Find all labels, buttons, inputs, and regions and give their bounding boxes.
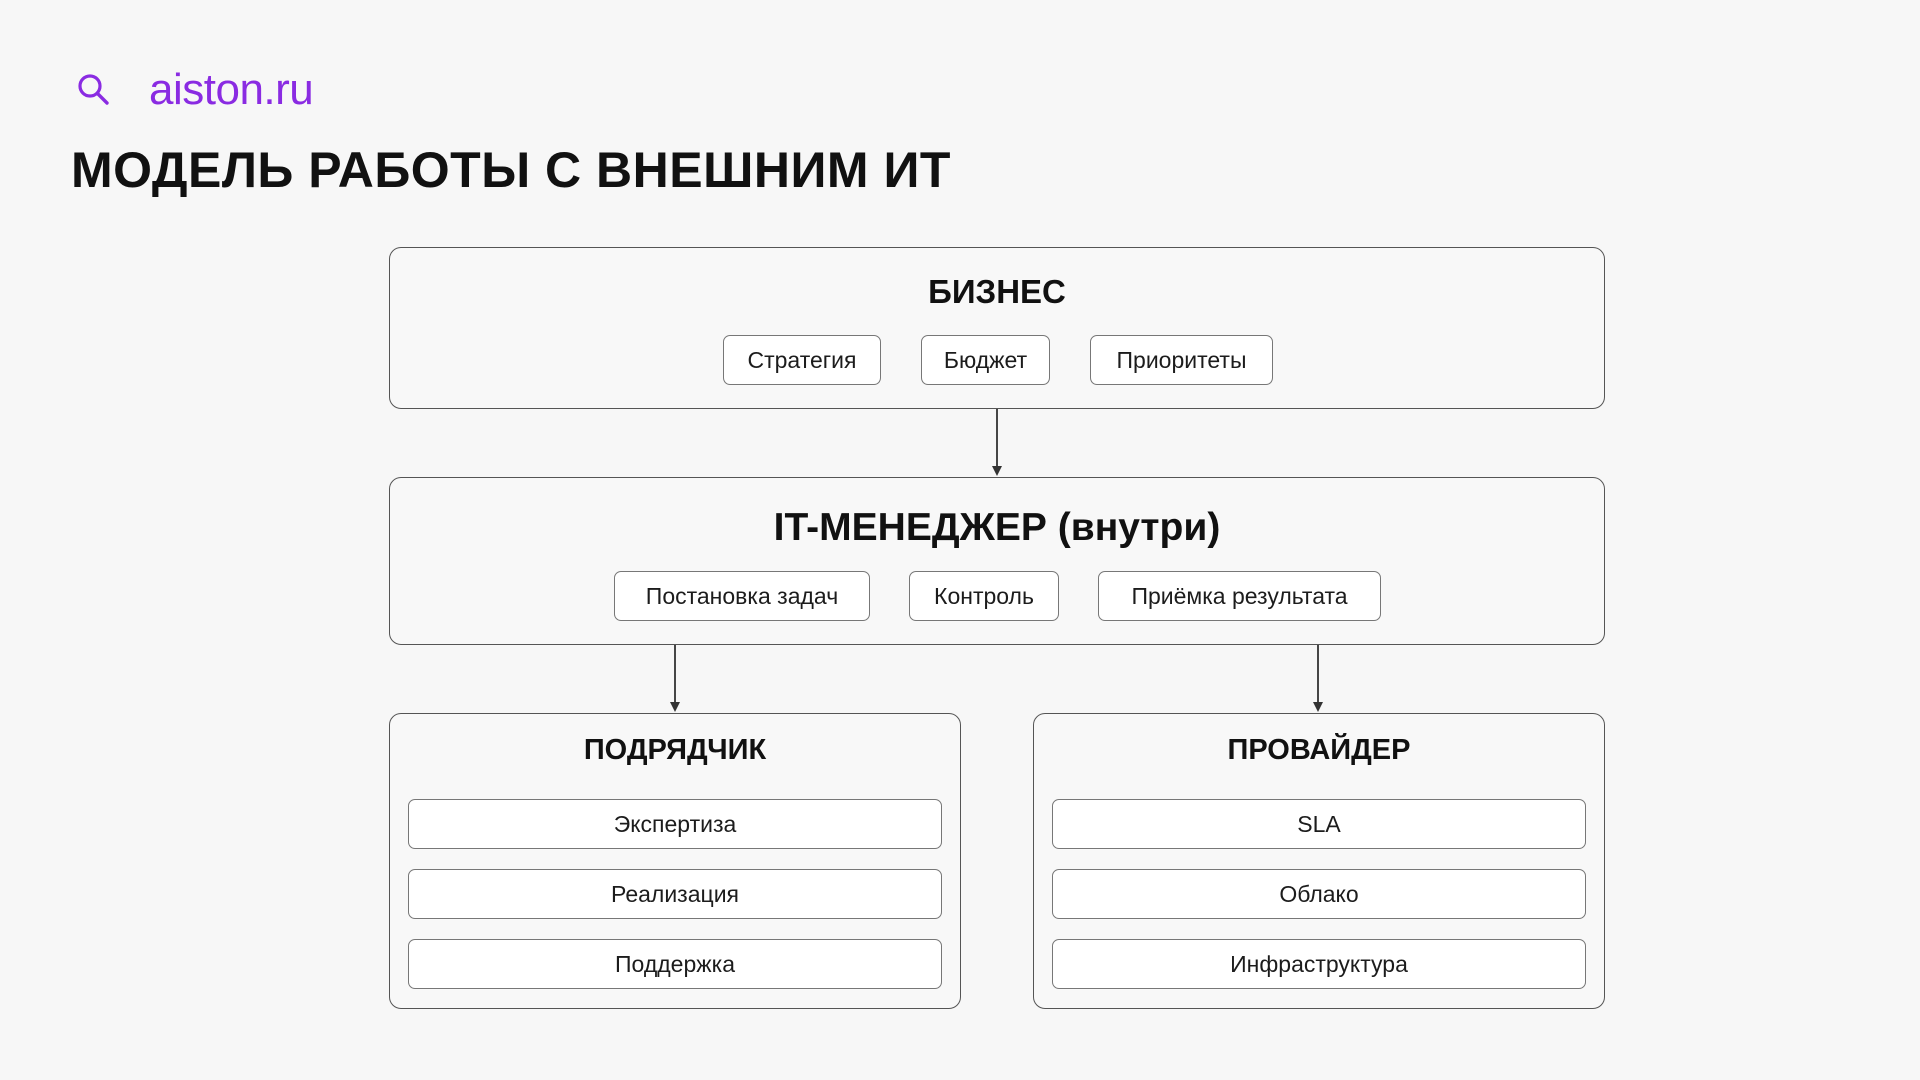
arrowhead-it-manager-to-contractor: [670, 702, 680, 712]
business-title: БИЗНЕС: [928, 273, 1066, 310]
business-item-budget: Бюджет: [921, 335, 1050, 385]
brand-logo[interactable]: aiston.ru: [74, 62, 314, 118]
business-box: БИЗНЕС Стратегия Бюджет Приоритеты: [389, 247, 1605, 409]
business-item-strategy: Стратегия: [723, 335, 881, 385]
brand-name: aiston.ru: [149, 65, 314, 114]
provider-title: ПРОВАЙДЕР: [1227, 734, 1411, 766]
it-manager-title: IT-МЕНЕДЖЕР (внутри): [773, 506, 1221, 549]
arrowhead-it-manager-to-provider: [1313, 702, 1323, 712]
provider-item-sla: SLA: [1052, 799, 1586, 849]
contractor-item-implementation: Реализация: [408, 869, 942, 919]
it-manager-item-control: Контроль: [909, 571, 1059, 621]
page-title: МОДЕЛЬ РАБОТЫ С ВНЕШНИМ ИТ: [71, 142, 951, 198]
provider-item-cloud: Облако: [1052, 869, 1586, 919]
it-manager-item-result-acceptance: Приёмка результата: [1098, 571, 1381, 621]
contractor-item-support: Поддержка: [408, 939, 942, 989]
contractor-item-expertise: Экспертиза: [408, 799, 942, 849]
business-item-priorities: Приоритеты: [1090, 335, 1273, 385]
contractor-title: ПОДРЯДЧИК: [583, 734, 767, 766]
it-manager-item-task-setting: Постановка задач: [614, 571, 870, 621]
provider-item-infrastructure: Инфраструктура: [1052, 939, 1586, 989]
contractor-box: ПОДРЯДЧИК Экспертиза Реализация Поддержк…: [389, 713, 961, 1009]
it-manager-box: IT-МЕНЕДЖЕР (внутри) Постановка задач Ко…: [389, 477, 1605, 645]
search-icon: [78, 74, 109, 105]
provider-box: ПРОВАЙДЕР SLA Облако Инфраструктура: [1033, 713, 1605, 1009]
arrowhead-business-to-it-manager: [992, 466, 1002, 476]
